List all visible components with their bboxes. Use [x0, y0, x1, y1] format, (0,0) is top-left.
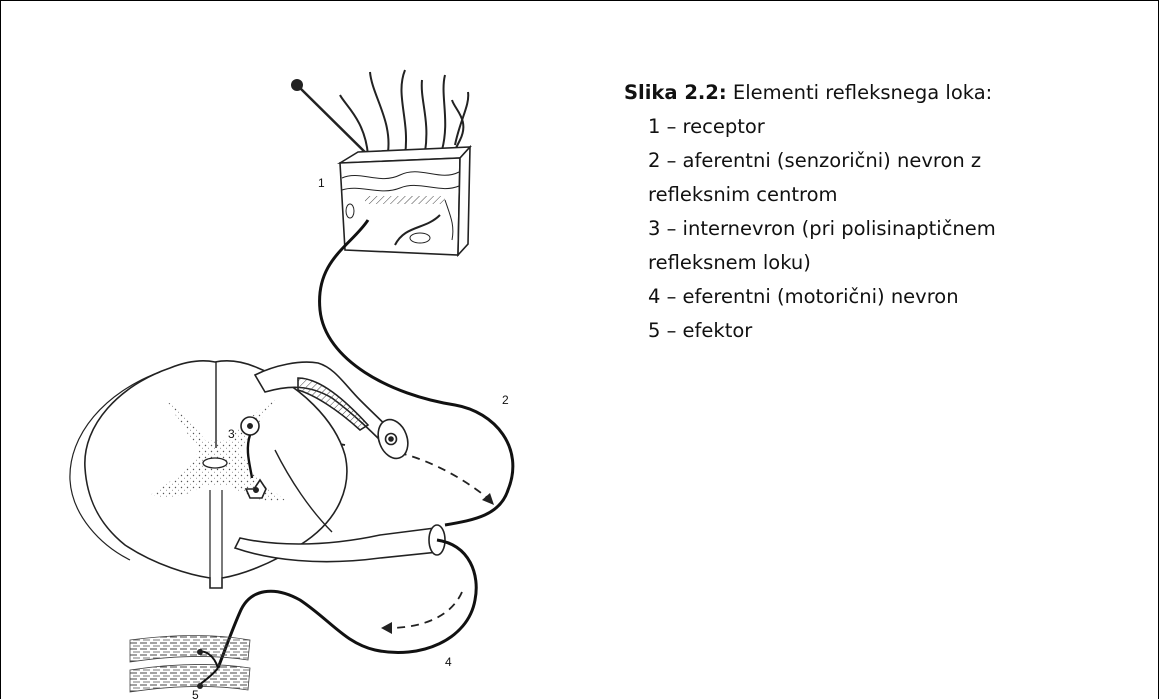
- label-4: 4: [445, 655, 452, 669]
- caption-item: refleksnem loku): [648, 246, 1144, 280]
- label-5: 5: [192, 688, 199, 700]
- caption-item: 5 – efektor: [648, 314, 1144, 348]
- caption-item: refleksnim centrom: [648, 178, 1144, 212]
- figure-caption: Slika 2.2: Elementi refleksnega loka: 1 …: [624, 76, 1144, 348]
- caption-items: 1 – receptor 2 – aferentni (senzorični) …: [624, 110, 1144, 348]
- caption-text: Elementi refleksnega loka:: [727, 81, 993, 104]
- label-3: 3: [228, 427, 235, 441]
- label-1: 1: [318, 176, 325, 190]
- afferent-neuron-fiber: [320, 220, 513, 525]
- skin-block-receptor: [340, 147, 470, 255]
- muscle-effector: [130, 635, 250, 692]
- reflex-arc-diagram: 1 2 3 4 5: [60, 60, 620, 700]
- caption-item: 2 – aferentni (senzorični) nevron z: [648, 144, 1144, 178]
- caption-title: Slika 2.2: Elementi refleksnega loka:: [624, 76, 1144, 110]
- caption-item: 1 – receptor: [648, 110, 1144, 144]
- caption-item: 3 – internevron (pri polisinaptičnem: [648, 212, 1144, 246]
- label-2: 2: [502, 393, 509, 407]
- caption-label: Slika 2.2:: [624, 81, 727, 104]
- caption-item: 4 – eferentni (motorični) nevron: [648, 280, 1144, 314]
